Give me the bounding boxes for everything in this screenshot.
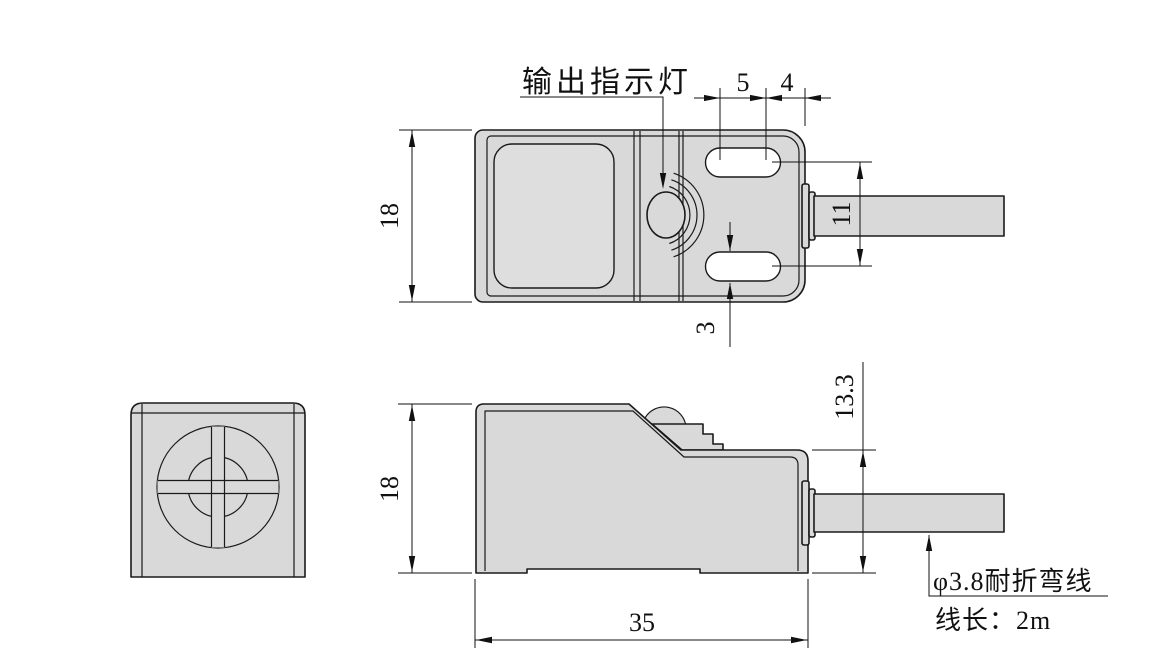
dim-slot-pitch-11: 11 (772, 161, 872, 267)
dim-text-5: 5 (737, 68, 750, 97)
indicator-led (646, 191, 686, 239)
front-view-chamfer-lines (131, 404, 305, 577)
leader-line (928, 535, 1108, 597)
cable-side-view (813, 493, 1005, 533)
dim-text-35: 35 (629, 608, 655, 637)
target-outer-circle (156, 425, 280, 549)
indicator-led-arcs (669, 172, 705, 258)
cable-callout: φ3.8耐折弯线 线长：2m (925, 535, 1108, 635)
target-bar-mask-vertical (211, 426, 225, 548)
dim-slot-5-4: 5 4 (694, 68, 831, 160)
dim-side-length-35: 35 (474, 579, 809, 648)
dim-text-13-3: 13.3 (830, 374, 859, 420)
dim-text-3: 3 (691, 322, 720, 335)
cable-gland-top-view (801, 183, 816, 249)
cable-spec-label: φ3.8耐折弯线 (933, 567, 1093, 596)
side-view (475, 403, 1005, 574)
side-view-chamfer-lines (484, 410, 799, 571)
dimension-lines (812, 362, 876, 574)
mounting-slot-bottom (704, 251, 782, 282)
cable-length-label: 线长：2m (935, 606, 1051, 635)
body-joint-lines (633, 131, 684, 301)
top-view (474, 129, 1005, 303)
front-view (130, 402, 306, 578)
sensing-window (493, 143, 615, 289)
led-dome-side (644, 406, 687, 428)
dimension-lines (772, 161, 872, 267)
side-view-body (475, 403, 809, 574)
dim-text-18-side: 18 (375, 476, 404, 502)
indicator-callout: 输出指示灯 (520, 66, 692, 189)
dimension-lines (399, 129, 472, 303)
dim-tail-height-13-3: 13.3 (812, 362, 876, 574)
cable-top-view (813, 195, 1005, 237)
sensing-target (156, 425, 280, 549)
dim-slot-width-3: 3 (691, 222, 734, 347)
leader-arrowhead (659, 173, 667, 189)
dim-text-11: 11 (827, 201, 856, 226)
dim-side-height-18: 18 (375, 403, 472, 574)
top-view-chamfer-line (486, 135, 800, 297)
dimension-lines (474, 579, 809, 648)
target-cross-lines (158, 427, 278, 547)
indicator-label: 输出指示灯 (522, 66, 692, 99)
cable-gland-side-view (801, 480, 816, 546)
mounting-slot-top (704, 147, 782, 178)
dim-text-4: 4 (781, 68, 794, 97)
leader-arrowhead (925, 535, 933, 551)
arrowheads (704, 94, 821, 102)
dimension-lines (398, 403, 472, 574)
leader-line (520, 96, 664, 184)
dim-top-height-18: 18 (375, 129, 472, 303)
dim-text-18-top: 18 (375, 203, 404, 229)
arrowheads (726, 235, 734, 299)
